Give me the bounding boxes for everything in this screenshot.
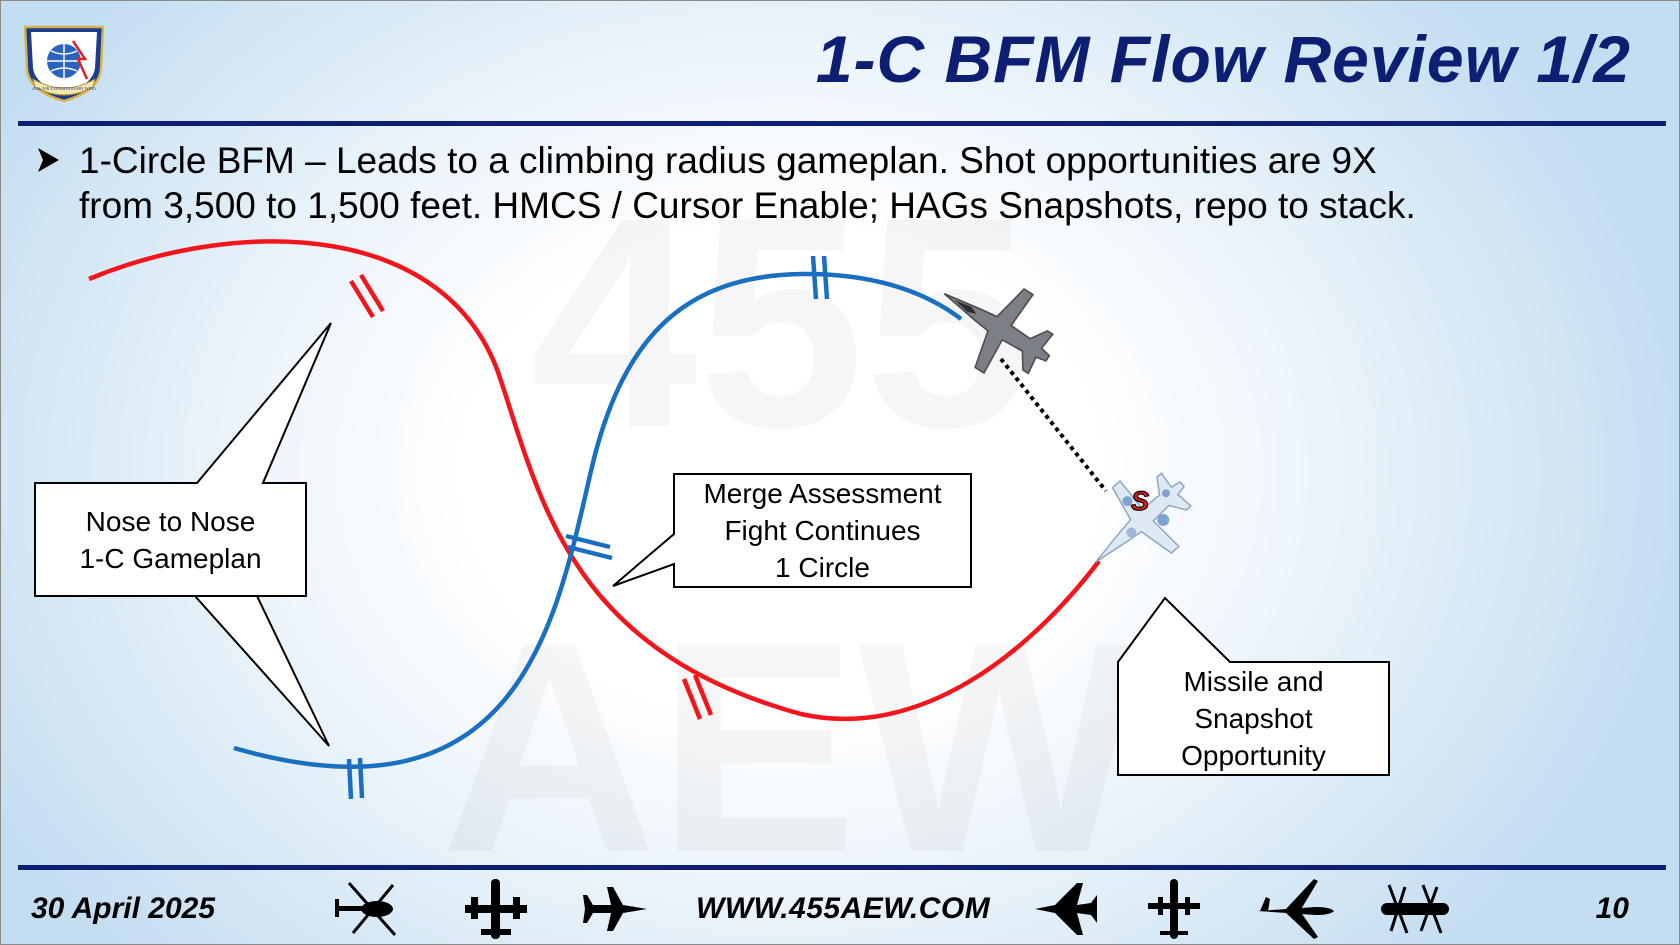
blue-fighter-jet-icon [943,288,1054,375]
footer-website-link[interactable]: WWW.455AEW.COM [696,892,991,925]
callout-merge-line-3: 1 Circle [775,552,870,583]
red-flight-path [88,239,1101,721]
callout-merge-line-2: Fight Continues [724,515,921,546]
helicopter-icon [335,882,397,936]
callout-missile-line-1: Missile and [1183,666,1324,697]
callout-missile [1117,596,1390,776]
blue-tick-marks [346,255,830,800]
footer-divider [18,865,1666,870]
callout-merge [612,473,972,588]
slide-title: 1-C BFM Flow Review 1/2 [815,22,1631,96]
callout-merge-text: Merge Assessment Fight Continues 1 Circl… [674,475,971,586]
red-fighter-jet-icon [1095,472,1193,563]
bullet-line-1: 1-Circle BFM – Leads to a climbing radiu… [79,140,1377,181]
callout-missile-line-3: Opportunity [1181,740,1326,771]
logo-text: 455th AIR EXPEDITIONARY WING [32,86,96,91]
callout-nose-line-2: 1-C Gameplan [79,543,262,574]
bullet-line-2: from 3,500 to 1,500 feet. HMCS / Cursor … [79,185,1416,226]
cargo-plane-icon [1148,879,1200,939]
page-number: 10 [1595,892,1629,925]
transport-plane-icon [465,879,527,939]
callout-merge-line-1: Merge Assessment [703,478,942,509]
blue-flight-path [233,271,963,770]
footer-date: 30 April 2025 [31,892,215,925]
drone-icon [1381,884,1449,934]
title-divider [18,121,1666,126]
callout-missile-line-2: Snapshot [1194,703,1313,734]
bullet-arrow-icon [38,148,59,172]
callout-nose-to-nose [34,322,332,747]
red-tick-marks [349,273,714,720]
fighter-jet-icon [583,887,647,931]
red-fighter-marker: S [1131,486,1149,516]
missile-shot-line [999,357,1108,493]
wing-shield-logo: 455th AIR EXPEDITIONARY WING [23,25,105,103]
callout-missile-text: Missile and Snapshot Opportunity [1118,663,1389,774]
callout-nose-to-nose-text: Nose to Nose 1-C Gameplan [35,503,306,577]
callout-nose-line-1: Nose to Nose [85,506,256,537]
delta-fighter-icon [1035,883,1097,935]
airliner-icon [1258,879,1334,939]
